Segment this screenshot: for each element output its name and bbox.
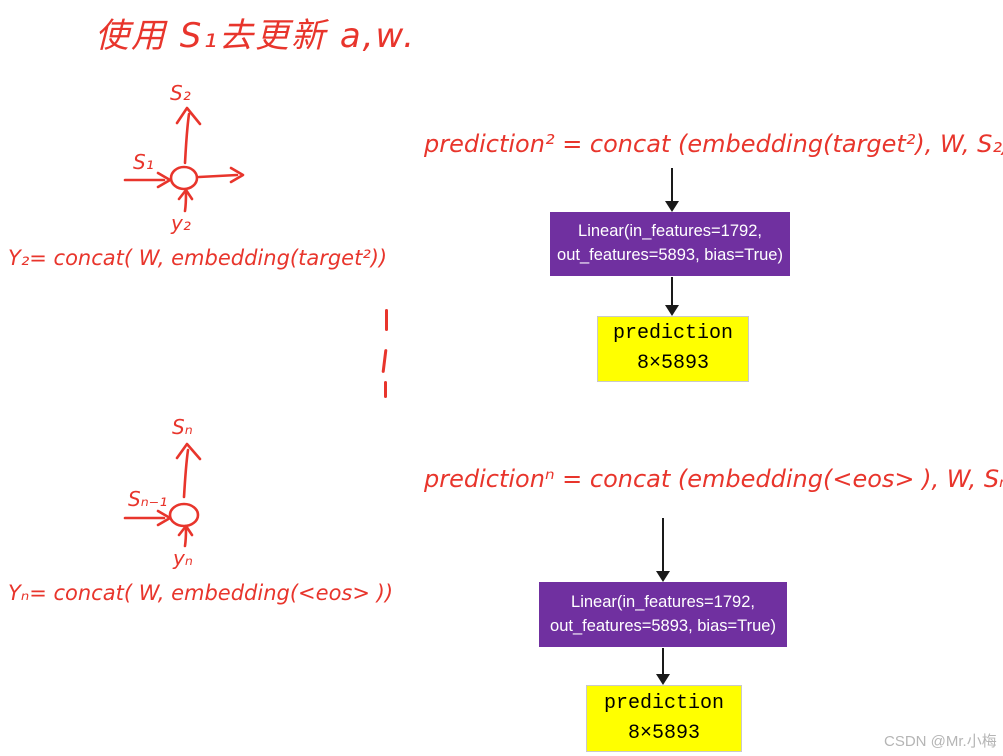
linear-layer-line1: Linear(in_features=1792, (571, 592, 755, 611)
ellipsis-dash (384, 381, 387, 398)
cell-node-circle (168, 502, 200, 528)
arrow-head-icon (656, 571, 670, 582)
cell-node-circle (169, 165, 199, 191)
prediction-shape: 8×5893 (636, 352, 709, 375)
input-arrow-shaft (183, 191, 188, 213)
flow-arrow-linear-to-prediction-stepn (656, 648, 670, 685)
flow-arrow-formula-to-linear-stepn (656, 518, 670, 582)
arrow-head-icon (665, 305, 679, 316)
flow-arrow-formula-to-linear-step2 (665, 168, 679, 212)
input-arrow-shaft (183, 527, 188, 548)
label-s2: S₂ (170, 81, 191, 105)
label-yn: yₙ (172, 546, 193, 570)
input-arrowhead-icon (177, 188, 194, 201)
input-arrowhead-icon (177, 524, 194, 537)
prediction-label: prediction (603, 691, 725, 715)
output-arrow-shaft (197, 173, 239, 179)
arrow-shaft (671, 277, 673, 307)
recurrent-arrow-shaft (183, 112, 191, 165)
title-note: 使用 S₁去更新 a,w. (95, 16, 416, 56)
prediction2-concat-formula: prediction² = concat (embedding(target²)… (424, 130, 1003, 158)
linear-layer-box-step2: Linear(in_features=1792, out_features=58… (550, 212, 790, 276)
prediction-output-box-step2: prediction 8×5893 (597, 316, 749, 382)
ellipsis-dash (385, 309, 388, 331)
arrow-head-icon (656, 674, 670, 685)
arrow-head-icon (665, 201, 679, 212)
label-s1: S₁ (133, 150, 154, 174)
output-arrowhead-icon (229, 166, 245, 184)
prediction-label: prediction (612, 322, 734, 345)
ellipsis-dash (381, 348, 388, 374)
label-sn-1: Sₙ₋₁ (128, 487, 167, 511)
linear-layer-box-stepn: Linear(in_features=1792, out_features=58… (539, 582, 787, 647)
linear-layer-line2: out_features=5893, bias=True) (550, 616, 776, 635)
rnn-cell-diagram-step2: S₂ S₁ y₂ (123, 81, 245, 235)
yn-concat-formula: Yₙ= concat( W, embedding(<eos> )) (8, 581, 394, 605)
recurrent-arrow-shaft (182, 448, 190, 499)
linear-layer-line1: Linear(in_features=1792, (578, 222, 762, 241)
arrow-shaft (662, 648, 664, 676)
flow-arrow-linear-to-prediction-step2 (665, 277, 679, 316)
label-y2: y₂ (170, 211, 191, 235)
linear-layer-line2: out_features=5893, bias=True) (557, 246, 783, 264)
y2-concat-formula: Y₂= concat( W, embedding(target²)) (8, 246, 388, 270)
recurrent-arrowhead-icon (175, 106, 202, 126)
label-sn: Sₙ (172, 415, 193, 439)
prediction-shape: 8×5893 (627, 721, 700, 745)
rnn-cell-diagram-stepn: Sₙ Sₙ₋₁ yₙ (123, 415, 202, 570)
arrow-shaft (671, 168, 673, 203)
csdn-watermark: CSDN @Mr.小梅 (884, 733, 997, 750)
arrow-shaft (662, 518, 664, 573)
recurrent-arrowhead-icon (175, 442, 202, 461)
prediction-output-box-stepn: prediction 8×5893 (586, 685, 742, 752)
predictionn-concat-formula: predictionⁿ = concat (embedding(<eos> ),… (424, 465, 1003, 493)
